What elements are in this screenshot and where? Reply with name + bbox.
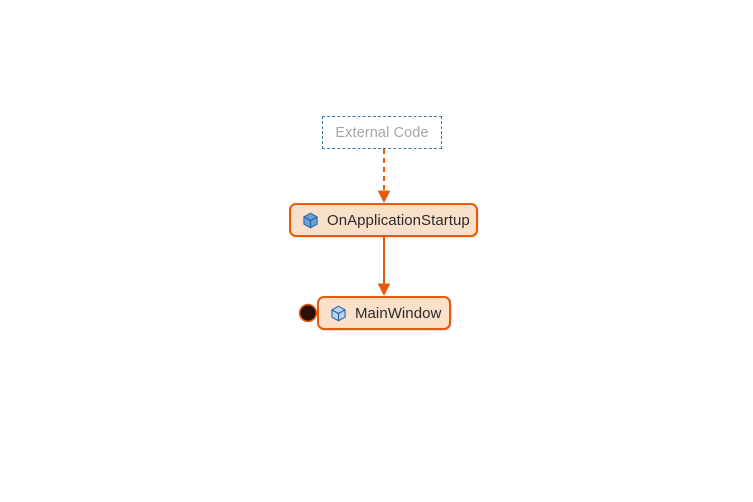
node-external-code-label: External Code bbox=[335, 124, 429, 141]
node-main-window[interactable]: MainWindow bbox=[317, 296, 451, 330]
cube-icon bbox=[331, 305, 346, 321]
node-on-application-startup-label: OnApplicationStartup bbox=[327, 211, 470, 229]
cube-icon bbox=[303, 212, 318, 228]
node-on-application-startup[interactable]: OnApplicationStartup bbox=[289, 203, 478, 237]
node-main-window-label: MainWindow bbox=[355, 304, 442, 322]
execution-pointer-icon[interactable] bbox=[297, 302, 319, 324]
node-external-code[interactable]: External Code bbox=[322, 116, 442, 149]
